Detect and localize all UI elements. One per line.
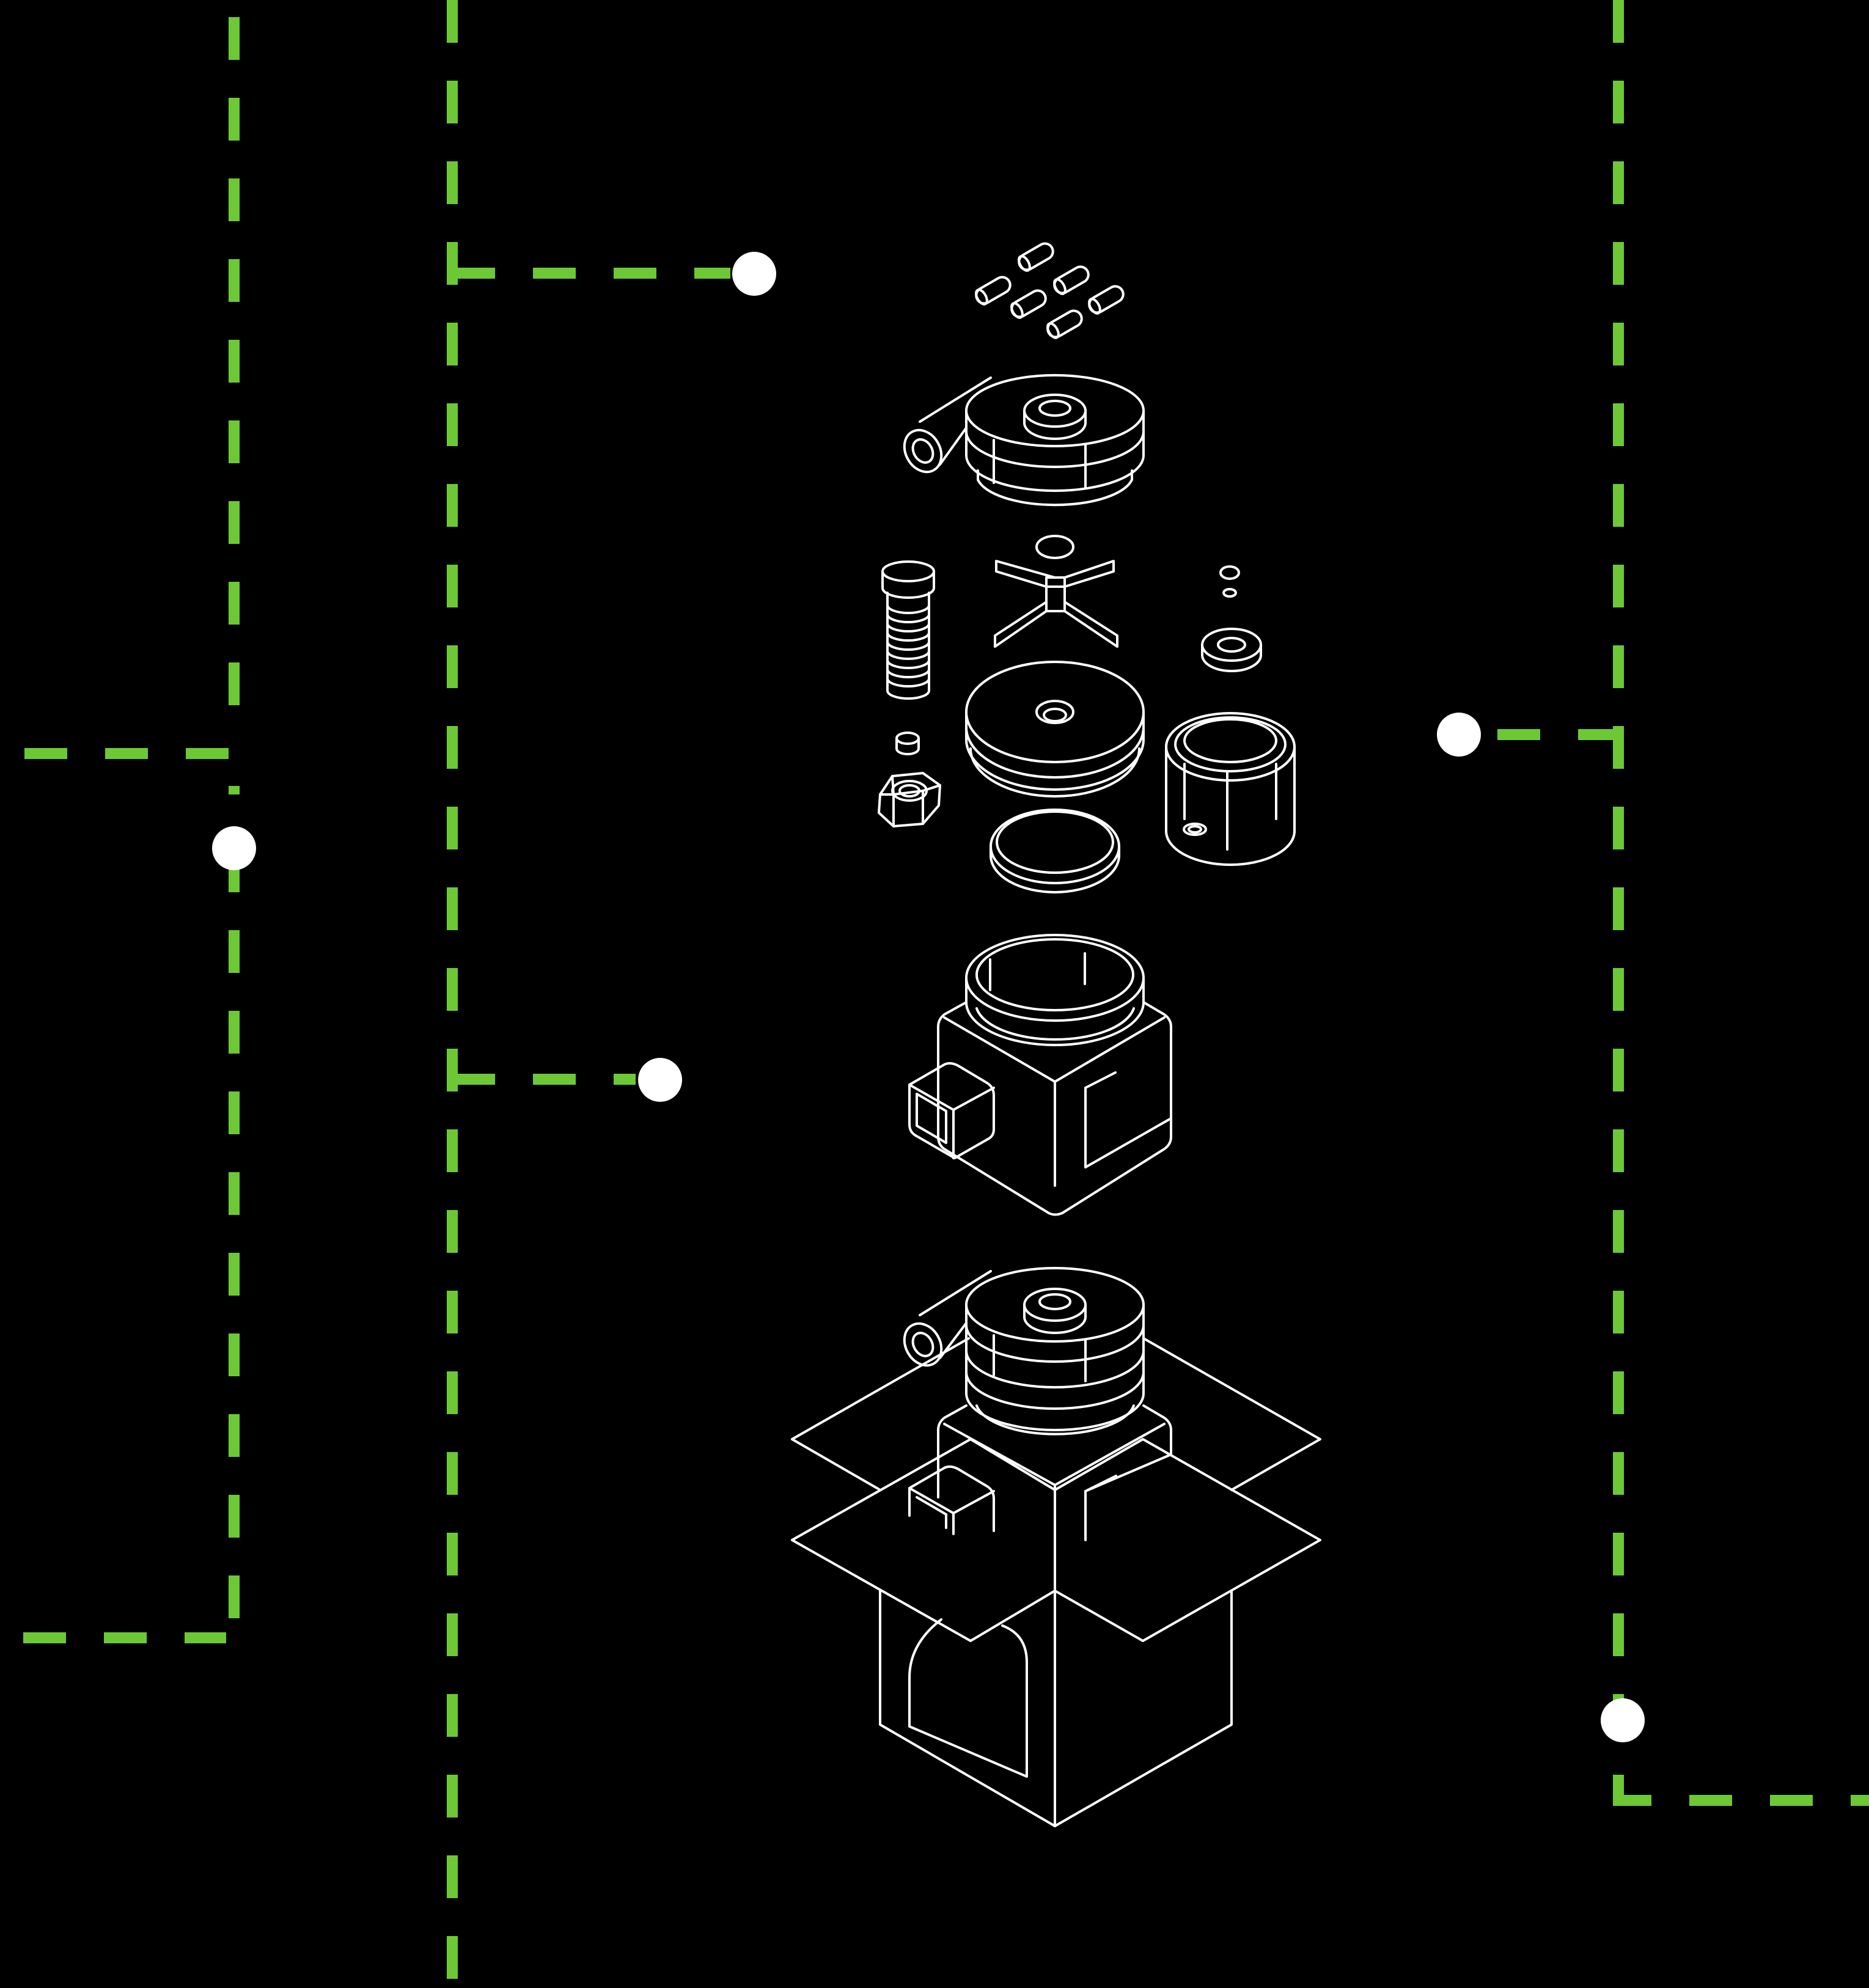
open-box-icon: [791, 1267, 1321, 1827]
node-top: [732, 252, 776, 296]
disc-icon: [965, 661, 1145, 798]
connector-lines: [23, 0, 1869, 1988]
bolt-icon: [881, 560, 935, 700]
ring-icon: [990, 809, 1120, 893]
nut-icon: [878, 772, 941, 827]
node-left: [212, 826, 256, 870]
node-right: [1437, 713, 1481, 757]
pump-housing-icon: [903, 374, 1145, 507]
washer-icon: [895, 732, 920, 755]
washer-icon: [1201, 565, 1262, 672]
node-bottom-right: [1601, 1698, 1645, 1742]
bushing-icon: [1165, 712, 1296, 866]
line-art: [791, 242, 1321, 1827]
pins-icon: [975, 242, 1125, 339]
motor-icon: [908, 934, 1172, 1216]
node-middle: [638, 1058, 682, 1102]
small-ring-icon: [1035, 535, 1074, 559]
connector-right-bottom: [1613, 1791, 1869, 1806]
impeller-icon: [994, 560, 1118, 648]
connector-nodes: [212, 252, 1645, 1742]
